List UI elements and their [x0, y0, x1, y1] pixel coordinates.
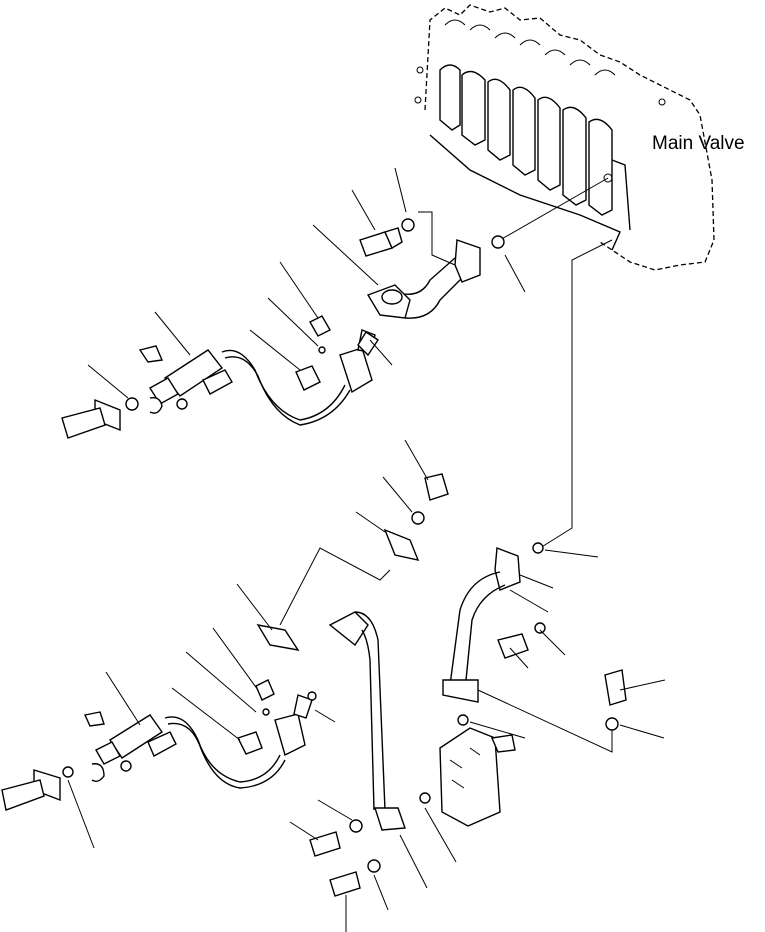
valve-o-ring: [457, 714, 469, 726]
lower-adapter: [237, 731, 263, 755]
lower-lever-bracket: [1, 769, 61, 811]
upper-hose-fitting: [339, 329, 379, 394]
bottom-bolt-1: [309, 831, 341, 857]
lower-hose-fitting: [274, 694, 313, 757]
lower-lever-o-ring: [62, 766, 74, 778]
upper-snap-ring: [149, 396, 163, 414]
upper-bolt: [359, 227, 403, 257]
lower-tube: [328, 611, 406, 831]
leader-line: [418, 211, 456, 266]
upper-lever-bracket: [61, 398, 121, 439]
lower-hose: [164, 716, 281, 783]
upper-hose: [221, 349, 346, 421]
leader-line: [539, 239, 613, 549]
lower-small-o-ring: [262, 708, 270, 716]
main-valve-label: Main Valve: [652, 133, 745, 154]
upper-hose-tube: [366, 239, 481, 319]
lower-right-pipe: [442, 547, 521, 703]
lower-elbow-fitting: [255, 679, 275, 701]
upper-o-ring: [491, 235, 505, 249]
lower-pilot-valve: [83, 711, 177, 765]
bottom-bolt-2: [329, 871, 361, 897]
lower-clamp: [383, 473, 449, 561]
bottom-o-ring: [419, 792, 431, 804]
bottom-washer-1: [349, 819, 363, 833]
bottom-washer-2: [367, 859, 381, 873]
upper-clip: [176, 398, 188, 410]
right-bolt: [497, 633, 529, 659]
upper-lever-o-ring: [125, 397, 139, 411]
upper-elbow-fitting: [309, 315, 331, 337]
main-valve-body: [414, 4, 715, 271]
lower-fitting-o-ring: [307, 691, 317, 701]
upper-small-o-ring: [318, 346, 326, 354]
lower-clip: [120, 760, 132, 772]
upper-pilot-valve: [138, 345, 233, 405]
lower-plate: [256, 624, 300, 651]
lower-snap-ring: [91, 763, 105, 783]
callout-leaders: [67, 167, 666, 932]
leader-line: [499, 177, 609, 241]
right-o-ring: [532, 542, 544, 554]
upper-washer: [401, 218, 415, 232]
leader-line: [477, 689, 613, 753]
right-washer: [534, 622, 546, 634]
far-right-bolt: [604, 669, 627, 706]
upper-adapter: [295, 365, 321, 391]
lower-valve-block: [439, 727, 516, 827]
far-right-washer: [605, 717, 619, 731]
leader-line: [279, 547, 391, 626]
